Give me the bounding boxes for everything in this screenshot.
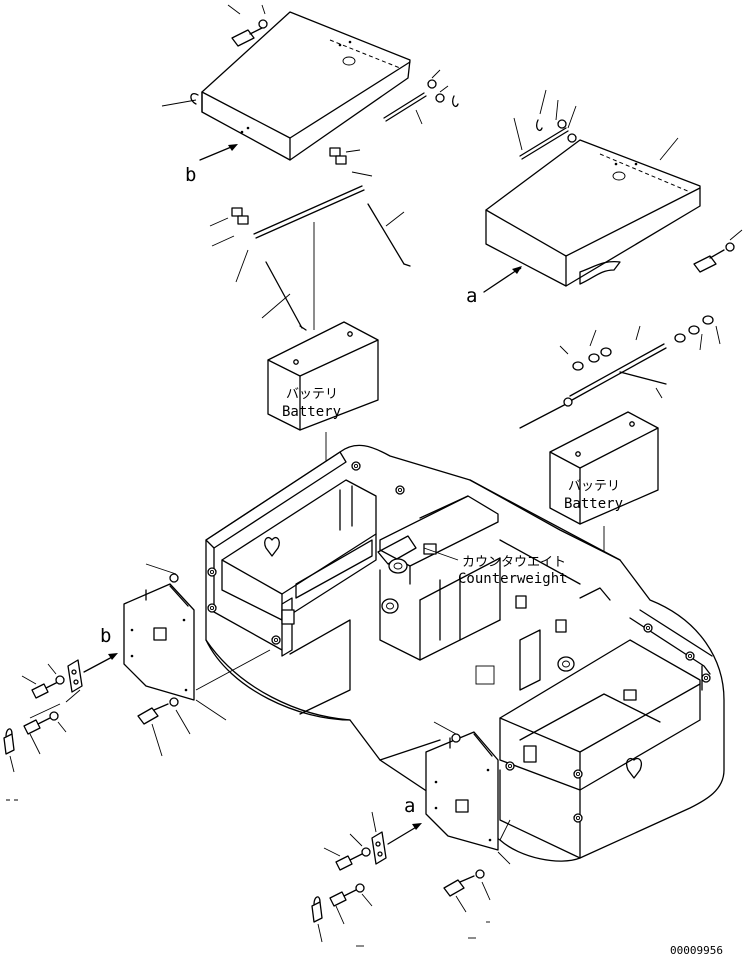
battery-cover-left [190, 11, 411, 161]
cover-bolt-upper-right [693, 229, 743, 273]
battery-cover-right [485, 139, 701, 287]
cover-bolt-left-lower [137, 697, 191, 757]
battery-left: バッテリ Battery [267, 321, 379, 560]
hinge-pin-upper-left [161, 69, 459, 125]
battery-right-en: Battery [564, 496, 623, 512]
battery-right-jp: バッテリ [568, 479, 620, 494]
counterweight: カウンタウエイト Counterweight [205, 444, 725, 862]
hinge-pin-upper-right [513, 89, 679, 161]
drawing-number: 00009956 [670, 944, 723, 957]
counterweight-en: Counterweight [458, 571, 568, 587]
rim-bolt-holes [207, 461, 711, 823]
latch-left: b [3, 625, 118, 801]
hold-down-left [209, 147, 411, 331]
latch-right: a [311, 795, 422, 947]
hold-down-right [519, 315, 721, 429]
view-b-label: b [185, 164, 196, 186]
access-cover-right [425, 721, 511, 865]
view-a-label: a [466, 285, 477, 307]
cover-bolt-upper-left [227, 4, 268, 47]
counterweight-jp: カウンタウエイト [462, 555, 566, 570]
view-a-label-lower: a [404, 795, 415, 817]
view-a-arrow-upper: a [466, 266, 522, 307]
battery-left-jp: バッテリ [286, 387, 338, 402]
view-b-arrow-upper: b [185, 144, 238, 186]
access-cover-left [123, 563, 271, 721]
battery-left-en: Battery [282, 404, 341, 420]
cover-bolt-right-lower [443, 869, 491, 939]
view-b-label-lower: b [100, 625, 111, 647]
battery-right: バッテリ Battery [549, 411, 659, 740]
